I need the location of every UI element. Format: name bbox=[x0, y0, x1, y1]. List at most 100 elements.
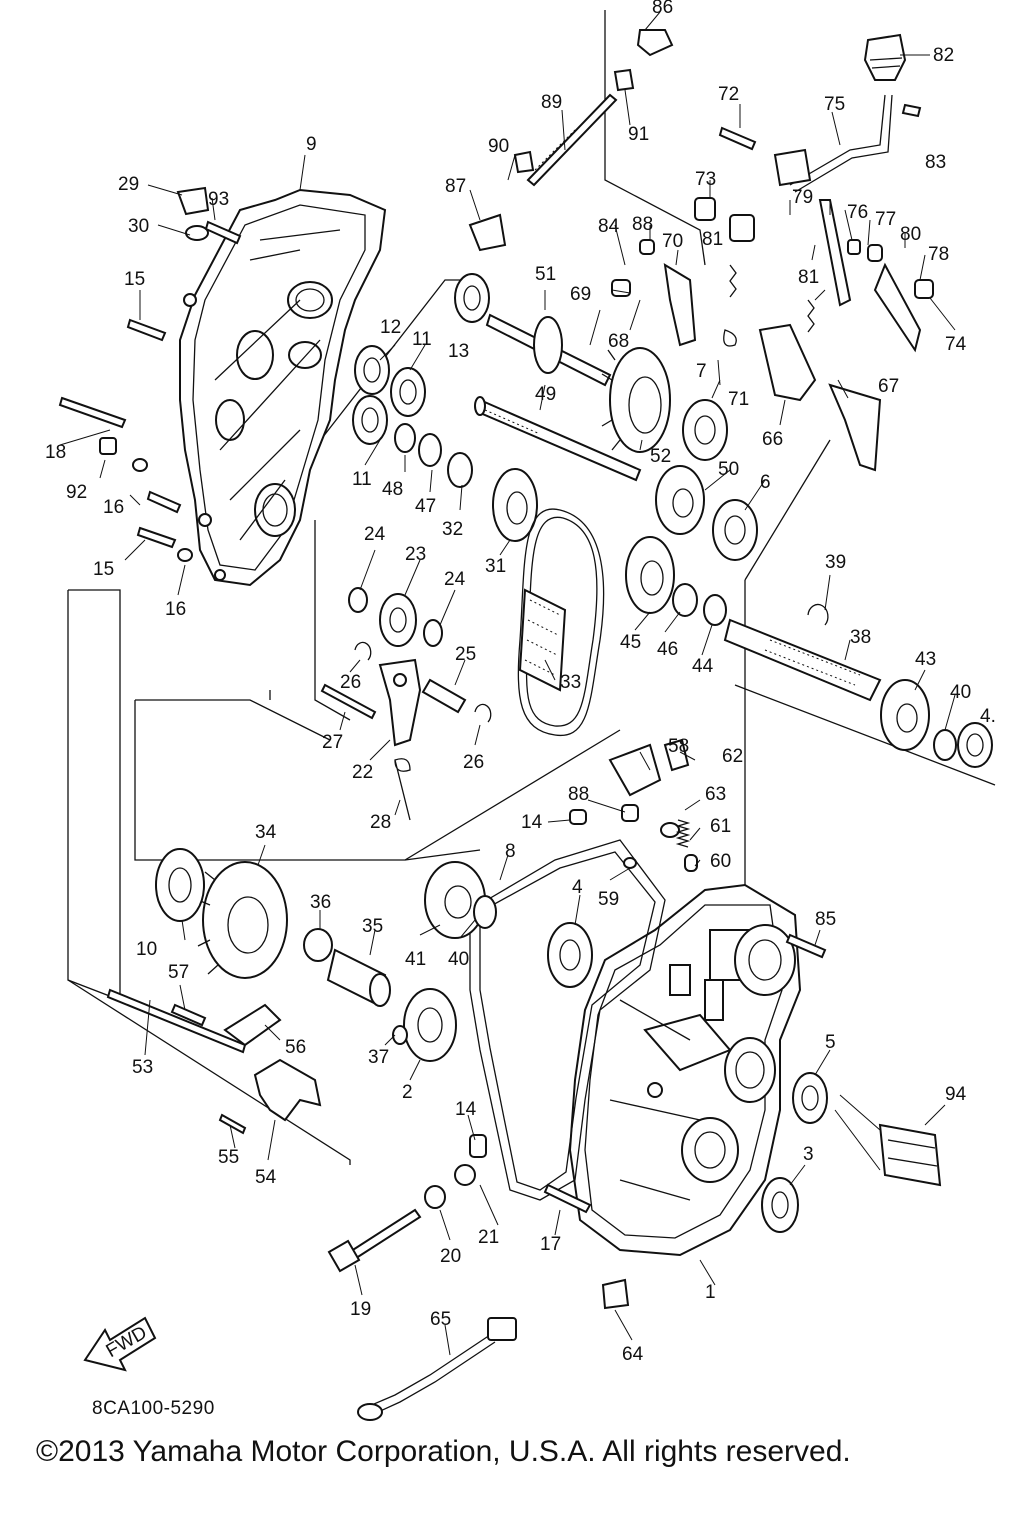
callout-16-top: 16 bbox=[103, 497, 124, 518]
callout-66: 66 bbox=[762, 429, 783, 450]
callout-46: 46 bbox=[657, 639, 678, 660]
shift-levers bbox=[223, 29, 922, 1122]
callout-79: 79 bbox=[792, 187, 813, 208]
callout-24-low: 24 bbox=[444, 569, 466, 590]
callout-21: 21 bbox=[478, 1227, 499, 1248]
callout-23: 23 bbox=[405, 544, 426, 565]
callout-88-top: 88 bbox=[632, 214, 653, 235]
left-crankcase-half bbox=[179, 188, 387, 587]
callout-37: 37 bbox=[368, 1047, 389, 1068]
callout-12: 12 bbox=[380, 317, 401, 338]
callout-28: 28 bbox=[370, 812, 391, 833]
callout-78: 78 bbox=[928, 244, 949, 265]
callout-69: 69 bbox=[570, 284, 591, 305]
gasket bbox=[469, 839, 666, 1201]
callout-76: 76 bbox=[847, 202, 868, 223]
callout-47: 47 bbox=[415, 496, 436, 517]
callout-33: 33 bbox=[560, 672, 581, 693]
callout-40-low: 40 bbox=[448, 949, 469, 970]
callout-34: 34 bbox=[255, 822, 277, 843]
callout-68: 68 bbox=[608, 331, 629, 352]
callout-43: 43 bbox=[915, 649, 936, 670]
callout-13: 13 bbox=[448, 341, 469, 362]
callout-61: 61 bbox=[710, 816, 731, 837]
callout-40-right: 40 bbox=[950, 682, 971, 703]
callout-44: 44 bbox=[692, 656, 714, 677]
callout-45: 45 bbox=[620, 632, 641, 653]
callout-4: 4 bbox=[572, 877, 583, 898]
callout-32: 32 bbox=[442, 519, 463, 540]
callout-26-low: 26 bbox=[463, 752, 484, 773]
callout-75: 75 bbox=[824, 94, 845, 115]
callout-80: 80 bbox=[900, 224, 921, 245]
assembly-boundary-lines bbox=[67, 10, 996, 1165]
callout-48: 48 bbox=[382, 479, 403, 500]
callout-70: 70 bbox=[662, 231, 683, 252]
callout-6: 6 bbox=[760, 472, 771, 493]
callout-3: 3 bbox=[803, 1144, 814, 1165]
callout-11-top: 11 bbox=[412, 329, 432, 350]
callout-83: 83 bbox=[925, 152, 946, 173]
callout-7: 7 bbox=[696, 361, 707, 382]
callout-94: 94 bbox=[945, 1084, 967, 1105]
callout-82: 82 bbox=[933, 45, 954, 66]
fwd-direction-marker: FWD bbox=[83, 1316, 157, 1372]
callout-49: 49 bbox=[535, 384, 556, 405]
callout-58: 58 bbox=[668, 736, 689, 757]
callout-65: 65 bbox=[430, 1309, 451, 1330]
callout-15-low: 15 bbox=[93, 559, 114, 580]
callout-30: 30 bbox=[128, 216, 149, 237]
callout-36: 36 bbox=[310, 892, 331, 913]
callout-73: 73 bbox=[695, 169, 716, 190]
callout-77: 77 bbox=[875, 209, 896, 230]
callout-25: 25 bbox=[455, 644, 476, 665]
callout-41: 41 bbox=[405, 949, 426, 970]
drive-chain bbox=[517, 508, 605, 736]
callout-87: 87 bbox=[445, 176, 466, 197]
callout-9: 9 bbox=[306, 134, 317, 155]
callout-89: 89 bbox=[541, 92, 562, 113]
callout-71: 71 bbox=[728, 389, 749, 410]
washers-and-seals bbox=[132, 225, 957, 1233]
callout-31: 31 bbox=[485, 556, 506, 577]
callout-22: 22 bbox=[352, 762, 373, 783]
callout-59: 59 bbox=[598, 889, 619, 910]
callout-15-top: 15 bbox=[124, 269, 145, 290]
sensor-cable bbox=[357, 1317, 517, 1421]
callout-72: 72 bbox=[718, 84, 739, 105]
callout-93: 93 bbox=[208, 189, 229, 210]
callout-55: 55 bbox=[218, 1147, 239, 1168]
callout-62: 62 bbox=[722, 746, 743, 767]
callout-91: 91 bbox=[628, 124, 649, 145]
callout-11-low: 11 bbox=[352, 469, 372, 490]
callout-84: 84 bbox=[598, 216, 620, 237]
callout-2: 2 bbox=[402, 1082, 413, 1103]
part-callouts: 86 82 72 75 89 91 90 83 9 29 93 87 73 79… bbox=[45, 0, 996, 1365]
callout-85: 85 bbox=[815, 909, 836, 930]
callout-64: 64 bbox=[622, 1344, 644, 1365]
callout-51: 51 bbox=[535, 264, 556, 285]
callout-52: 52 bbox=[650, 446, 671, 467]
gears bbox=[197, 347, 930, 1007]
callout-24-top: 24 bbox=[364, 524, 386, 545]
callout-18: 18 bbox=[45, 442, 66, 463]
callout-20: 20 bbox=[440, 1246, 461, 1267]
callout-38: 38 bbox=[850, 627, 871, 648]
callout-29: 29 bbox=[118, 174, 139, 195]
callout-53: 53 bbox=[132, 1057, 153, 1078]
callout-90: 90 bbox=[488, 136, 509, 157]
callout-86: 86 bbox=[652, 0, 673, 18]
callout-14-top: 14 bbox=[521, 812, 543, 833]
callout-67: 67 bbox=[878, 376, 899, 397]
callout-54: 54 bbox=[255, 1167, 277, 1188]
copyright-notice: ©2013 Yamaha Motor Corporation, U.S.A. A… bbox=[36, 1435, 851, 1468]
callout-17: 17 bbox=[540, 1234, 561, 1255]
callout-19: 19 bbox=[350, 1299, 371, 1320]
callout-26-top: 26 bbox=[340, 672, 361, 693]
callout-63: 63 bbox=[705, 784, 726, 805]
callout-88-mid: 88 bbox=[568, 784, 589, 805]
callout-16-low: 16 bbox=[165, 599, 186, 620]
callout-81-mid: 81 bbox=[798, 267, 819, 288]
right-crankcase-half bbox=[568, 883, 802, 1257]
